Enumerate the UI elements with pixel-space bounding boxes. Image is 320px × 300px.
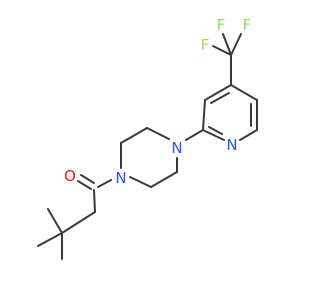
bond-pyridine-c4-c5 [230,84,258,101]
bond-pyridine-n-c2-inner [208,126,223,135]
fluorine-top-right-label: F [243,16,252,34]
bond-cf3-f-left [212,45,232,56]
atom-labels: O N N N F F F [64,16,251,187]
bond-nitrogen-pyridine [185,129,204,141]
bond-pyridine-n-c2 [202,129,225,141]
bond-pyridine-c3-c4-inner [210,92,230,104]
bond-ch2-carbonyl [93,189,96,213]
bond-pyridine-c3-c4 [204,84,232,101]
aryl-nitrogen-label: N [171,139,182,157]
bond-quaternary-ch2 [61,211,96,234]
pyridine-nitrogen-label: N [226,136,237,154]
bond-methyl-top [47,208,63,234]
bond-piperazine-3 [146,127,170,140]
bond-piperazine-2 [120,127,148,144]
molecule-structure-diagram: O N N N F F F [37,16,258,260]
bond-pyridine-c6-n [239,129,258,141]
bond-piperazine-5 [150,171,178,188]
bond-methyl-left [37,232,63,247]
oxygen-atom-label: O [64,167,76,185]
fluorine-top-left-label: F [217,16,226,34]
bond-cf3-f-top-right [230,33,242,56]
bond-carbonyl-nitrogen [97,179,112,188]
bond-carbonyl-oxygen-2 [80,174,95,184]
fluorine-left-label: F [201,36,210,54]
bond-carbonyl-oxygen-1 [77,180,92,190]
amide-nitrogen-label: N [115,169,126,187]
bonds [37,33,258,260]
bond-pyridine-c2-c3 [202,99,206,131]
bond-cf3-f-top-left [222,33,232,56]
bond-piperazine-6 [129,176,152,188]
